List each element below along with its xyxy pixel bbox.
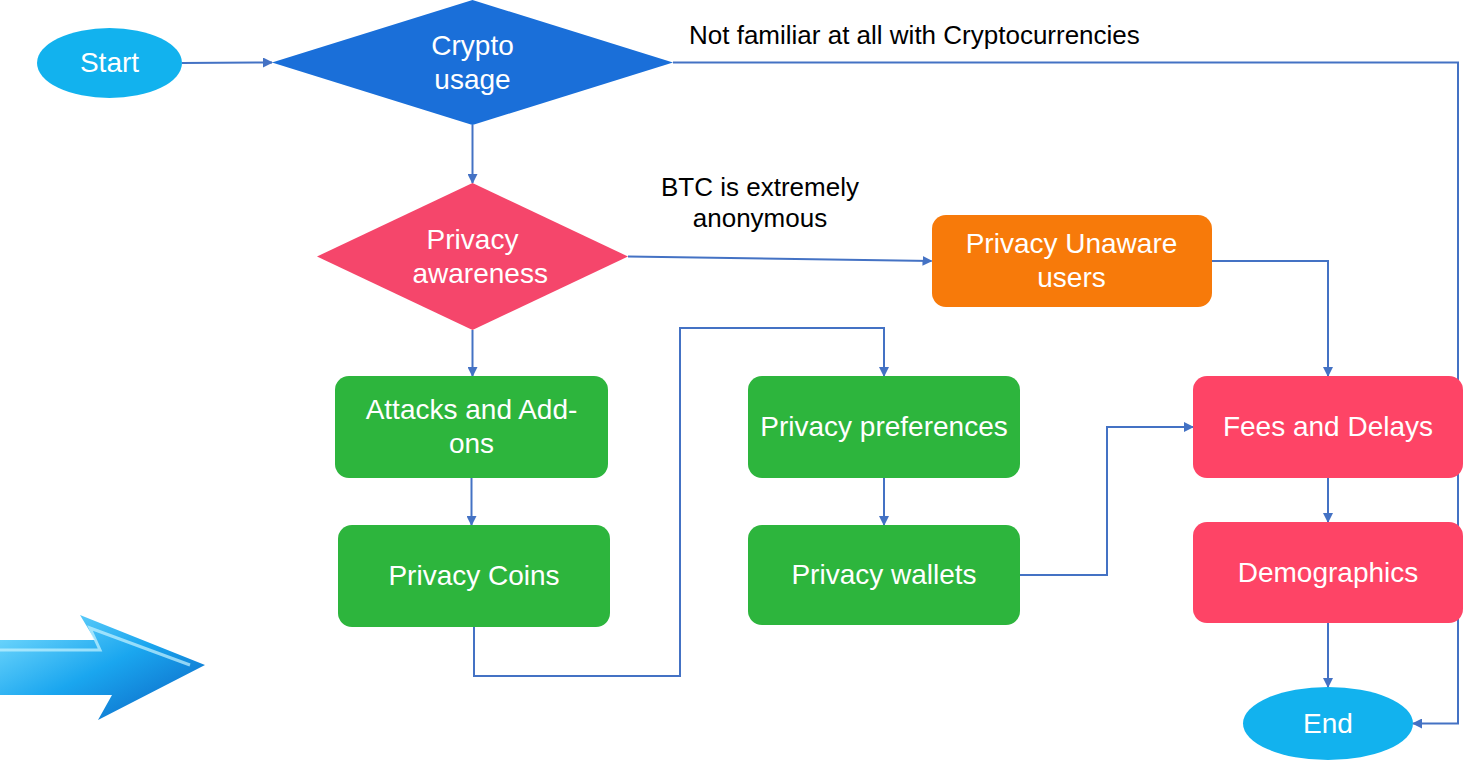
edge-label: Not familiar at all with Cryptocurrencie… xyxy=(686,20,1143,51)
node-text: Privacy preferences xyxy=(760,410,1007,444)
connector-arrow xyxy=(472,125,474,183)
connector-arrow xyxy=(1327,478,1329,522)
node-text: Privacy wallets xyxy=(791,558,976,592)
process-box: Privacy Unaware users xyxy=(932,215,1212,307)
connector-arrow xyxy=(883,478,885,525)
node-text: Privacy Coins xyxy=(388,559,559,593)
process-box: Fees and Delays xyxy=(1193,376,1463,478)
process-box: Privacy Coins xyxy=(338,525,610,627)
connector-arrow xyxy=(472,330,474,376)
terminal-ellipse: End xyxy=(1243,687,1413,760)
process-box: Attacks and Add-ons xyxy=(335,376,608,478)
arrow-highlight xyxy=(0,628,190,665)
diamond-outline xyxy=(272,0,673,125)
decision-diamond: Privacy awareness xyxy=(317,183,628,330)
terminal-ellipse: Start xyxy=(37,28,182,98)
node-text: Crypto usage xyxy=(398,29,548,96)
node-text: End xyxy=(1303,707,1353,741)
node-text: Privacy Unaware users xyxy=(942,227,1202,294)
process-box: Privacy preferences xyxy=(748,376,1020,478)
node-text: Privacy awareness xyxy=(413,223,533,290)
connector-arrow xyxy=(1327,623,1329,687)
process-box: Privacy wallets xyxy=(748,525,1020,625)
node-text: Start xyxy=(80,46,139,80)
connector-arrow xyxy=(182,62,272,65)
edge-label: BTC is extremely anonymous xyxy=(632,172,888,234)
arrow-shape xyxy=(0,615,205,720)
diamond-outline xyxy=(317,183,628,330)
node-text: Attacks and Add-ons xyxy=(347,393,597,460)
process-box: Demographics xyxy=(1193,522,1463,623)
connector-arrow xyxy=(471,478,473,525)
decision-diamond: Crypto usage xyxy=(272,0,673,125)
connector-arrow xyxy=(1212,261,1329,376)
node-text: Fees and Delays xyxy=(1223,410,1433,444)
node-text: Demographics xyxy=(1238,556,1419,590)
connector-arrow xyxy=(628,257,932,262)
connector-arrow xyxy=(1020,427,1193,575)
